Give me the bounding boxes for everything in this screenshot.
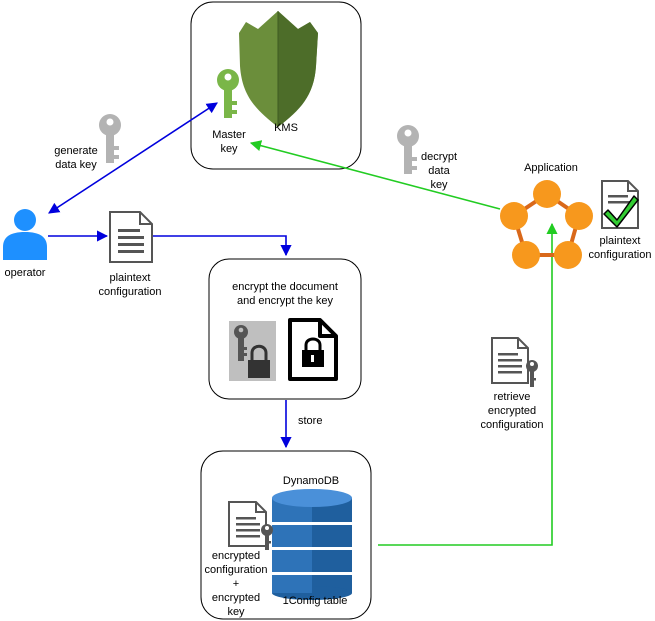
retrieve-label-line1: retrieve [494, 391, 531, 403]
encrypted-label-line2: configuration [205, 564, 268, 576]
encrypt-box-title-line2: and encrypt the key [237, 295, 334, 307]
retrieve-label-line3: configuration [481, 419, 544, 431]
data-key-icon-decrypt [397, 125, 419, 174]
application-icon [500, 180, 593, 269]
operator-user-icon [3, 209, 47, 260]
plaintext-right-label-line1: plaintext [600, 235, 641, 247]
decrypt-key-label-line2: data [428, 165, 450, 177]
retrieve-label-line2: encrypted [488, 405, 536, 417]
encrypted-label-line4: encrypted [212, 592, 260, 604]
dynamodb-title: DynamoDB [283, 475, 339, 487]
generate-key-arrow [48, 102, 218, 214]
plaintext-right-label-line2: configuration [589, 249, 652, 261]
decrypt-key-arrow [249, 140, 501, 210]
plaintext-document-icon [109, 211, 153, 263]
encrypted-label-line5: key [227, 606, 245, 618]
kms-title: KMS [274, 122, 298, 134]
operator-label: operator [5, 267, 46, 279]
plaintext-to-encrypt-arrow [153, 235, 292, 257]
kms-shield-icon [239, 11, 318, 127]
decrypt-key-label-line3: key [430, 179, 448, 191]
encrypted-label-line3: + [233, 578, 239, 590]
master-key-icon [217, 69, 239, 118]
key-lock-icon [229, 321, 276, 381]
application-label: Application [524, 162, 578, 174]
generate-key-label-line1: generate [54, 145, 97, 157]
dynamodb-table-icon [272, 489, 352, 600]
verified-document-icon [601, 180, 639, 229]
master-key-label-line2: key [220, 143, 238, 155]
master-key-label-line1: Master [212, 129, 246, 141]
plaintext-left-label-line1: plaintext [110, 272, 151, 284]
encrypt-box-title-line1: encrypt the document [232, 281, 338, 293]
data-key-icon-generate [99, 114, 121, 163]
generate-key-label-line2: data key [55, 159, 97, 171]
plaintext-left-label-line2: configuration [99, 286, 162, 298]
encrypted-label-line1: encrypted [212, 550, 260, 562]
decrypt-key-label-line1: decrypt [421, 151, 457, 163]
encrypted-document-icon [228, 501, 273, 550]
retrieve-arrow [378, 222, 558, 546]
locked-document-icon [288, 318, 338, 381]
store-label: store [298, 415, 322, 427]
dynamodb-table-label: 1Config table [283, 595, 348, 607]
retrieve-document-icon [491, 337, 538, 387]
